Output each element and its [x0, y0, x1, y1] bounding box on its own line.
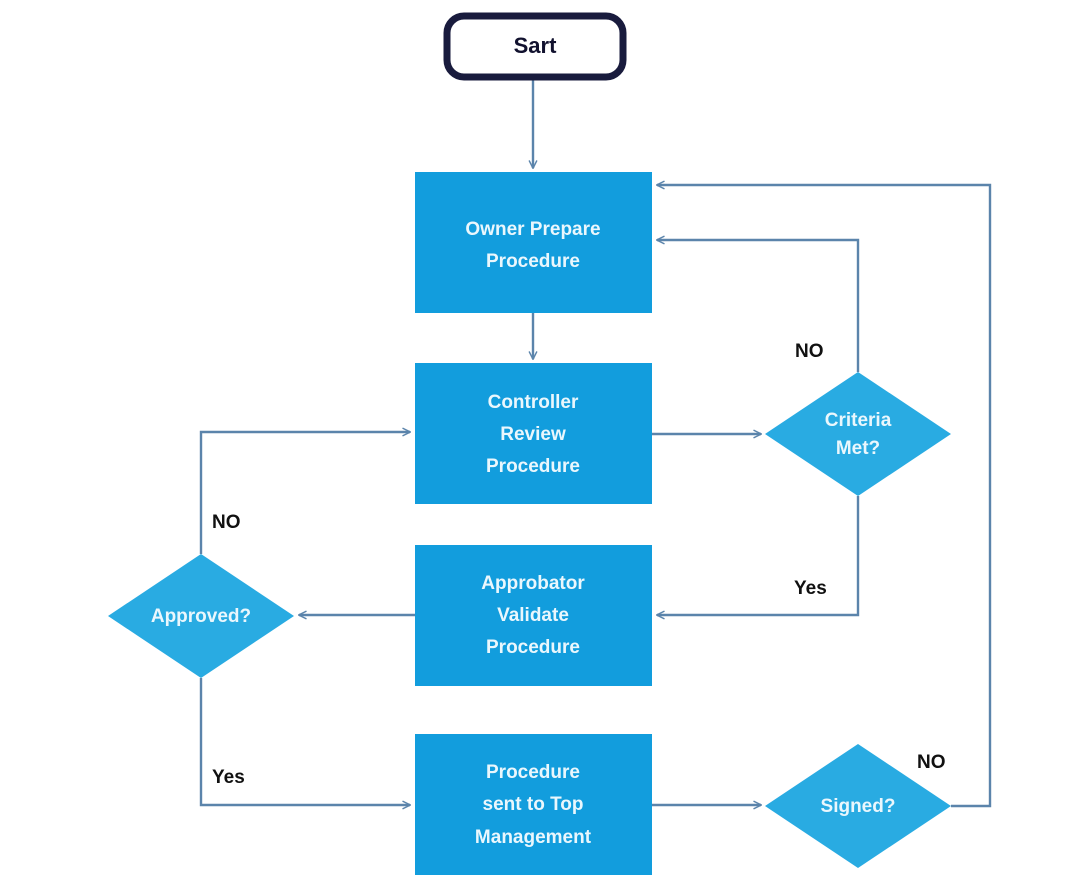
approbator-validate-label-line-3: Procedure	[486, 637, 580, 658]
controller-review-shape	[415, 363, 652, 504]
node-approved[interactable]: Approved?	[108, 554, 294, 678]
connector-line	[199, 432, 410, 554]
approbator-validate-label-line-1: Approbator	[481, 573, 585, 594]
start-label: Sart	[514, 33, 557, 58]
approbator-validate-shape	[415, 545, 652, 686]
connector-line	[657, 496, 860, 615]
approbator-validate-label-line-2: Validate	[497, 605, 569, 626]
edge-signed-no-to-owner	[657, 185, 992, 808]
edge-label-signed-no: NO	[917, 752, 946, 773]
edge-label-criteria-yes: Yes	[794, 578, 827, 599]
top-management-label-line-2: sent to Top	[483, 794, 584, 815]
edge-approved-no-to-controller	[199, 432, 410, 554]
node-controller-review[interactable]: Controller Review Procedure	[415, 363, 652, 504]
owner-prepare-shape	[415, 172, 652, 313]
owner-prepare-label-line-2: Procedure	[486, 251, 580, 272]
node-signed[interactable]: Signed?	[765, 744, 951, 868]
controller-review-label-line-1: Controller	[488, 392, 579, 413]
edge-label-criteria-no: NO	[795, 341, 824, 362]
edge-criteria-yes-to-approbator	[657, 496, 860, 615]
top-management-label-line-3: Management	[475, 827, 592, 848]
edge-label-approved-no: NO	[212, 512, 241, 533]
criteria-met-label-line-1: Criteria	[825, 410, 892, 431]
node-top-management[interactable]: Procedure sent to Top Management	[415, 734, 652, 875]
start-shape	[443, 12, 627, 81]
owner-prepare-label-line-1: Owner Prepare	[465, 219, 600, 240]
approved-shape	[108, 554, 294, 678]
criteria-met-shape	[765, 372, 951, 496]
signed-shape	[765, 744, 951, 868]
node-approbator-validate[interactable]: Approbator Validate Procedure	[415, 545, 652, 686]
edge-criteria-no-to-owner	[657, 240, 860, 372]
top-management-shape	[415, 734, 652, 875]
connector-line	[657, 185, 992, 808]
top-management-label-line-1: Procedure	[486, 762, 580, 783]
approved-label: Approved?	[151, 606, 251, 627]
connector-line	[657, 240, 860, 372]
controller-review-label-line-2: Review	[500, 424, 566, 445]
edge-approved-yes-to-top-management	[199, 678, 410, 805]
node-start[interactable]: Sart	[443, 12, 627, 81]
node-owner-prepare[interactable]: Owner Prepare Procedure	[415, 172, 652, 313]
node-criteria-met[interactable]: Criteria Met?	[765, 372, 951, 496]
edge-label-approved-yes: Yes	[212, 767, 245, 788]
criteria-met-label-line-2: Met?	[836, 438, 880, 459]
controller-review-label-line-3: Procedure	[486, 456, 580, 477]
signed-label: Signed?	[821, 796, 896, 817]
connector-line	[199, 678, 410, 805]
